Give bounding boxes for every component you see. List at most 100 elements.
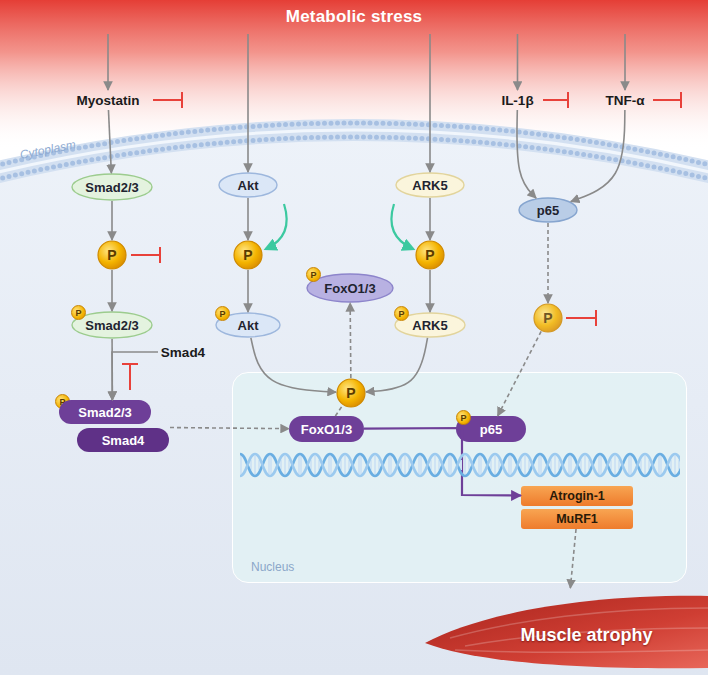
cytoplasm-area	[0, 130, 708, 675]
signal-arrow	[364, 428, 521, 496]
signal-label: IL-1β	[495, 90, 540, 110]
node-text: p65	[480, 422, 502, 437]
node-text: TNF-α	[605, 93, 644, 108]
muscle-fibers	[450, 608, 708, 652]
signal-arrow	[335, 405, 342, 416]
node-text: P	[243, 247, 252, 263]
complex-subunit: Smad4	[77, 428, 169, 452]
phosphate-circle: P	[233, 240, 263, 270]
nucleus-compartment: NucleusFoxO1/3PPp65Atrogin-1MuRF1	[232, 372, 687, 583]
phospho-badge: P	[71, 305, 86, 320]
protein-ellipse: Akt	[218, 172, 278, 198]
complex-subunit: Smad2/3	[59, 400, 151, 424]
muscle-body	[425, 596, 708, 668]
signal-arrow	[247, 34, 249, 172]
node-text: Smad2/3	[85, 180, 138, 195]
node-text: ARK5	[412, 178, 447, 193]
protein-ellipse: ARK5	[395, 172, 465, 198]
signal-arrow	[624, 34, 626, 90]
node-text: ARK5	[412, 318, 447, 333]
signal-arrow	[251, 338, 336, 392]
phospho-badge: P	[306, 267, 321, 282]
inhibitor-marks	[122, 92, 681, 390]
node-text: P	[346, 385, 355, 401]
signal-arrow	[247, 270, 249, 312]
node-text: MuRF1	[556, 512, 598, 526]
node-text: FoxO1/3	[301, 422, 352, 437]
stress-band: Metabolic stress	[0, 0, 708, 34]
signal-arrow	[111, 270, 113, 311]
phosphate-circle: P	[97, 240, 127, 270]
circle-shape	[416, 241, 444, 269]
signal-arrow	[111, 339, 113, 400]
node-text: Smad2/3	[85, 318, 138, 333]
node-text: Akt	[238, 318, 259, 333]
inhibitor-mark	[122, 364, 138, 390]
ellipse-shape	[219, 173, 277, 197]
protein-ellipse: PSmad2/3	[71, 311, 153, 339]
signal-arrow	[429, 270, 431, 312]
gene-box: Atrogin-1	[521, 486, 633, 506]
ellipse-shape	[519, 198, 577, 222]
dna-helix	[240, 450, 680, 480]
ellipse-shape	[72, 174, 152, 200]
phospho-badge: P	[215, 306, 230, 321]
protein-ellipse: p65	[518, 197, 578, 223]
signal-label: TNF-α	[600, 90, 650, 110]
node-text: Akt	[238, 178, 259, 193]
compartment-label: Nucleus	[251, 560, 294, 574]
node-text: Myostatin	[76, 93, 139, 108]
signal-arrow	[429, 34, 431, 172]
membrane-outer-leaflet	[0, 123, 708, 167]
circle-shape	[534, 304, 562, 332]
signal-arrow	[429, 198, 431, 240]
node-text: Smad4	[161, 345, 205, 360]
signal-arrow	[547, 223, 549, 303]
phosphate-circle: P	[533, 303, 563, 333]
protein-ellipse: Smad2/3	[71, 173, 153, 201]
phosphorylation-arrow	[391, 204, 413, 249]
signal-arrow	[570, 529, 576, 588]
node-text: IL-1β	[501, 93, 533, 108]
node-text: Metabolic stress	[286, 7, 422, 27]
protein-ellipse: PARK5	[394, 312, 466, 338]
nuclear-protein: Pp65	[456, 416, 526, 442]
signal-arrow	[498, 331, 541, 416]
protein-ellipse: PAkt	[215, 312, 281, 338]
phosphorylation-arrow	[266, 204, 287, 249]
membrane-core	[0, 130, 708, 174]
signal-arrow	[112, 352, 158, 400]
nuclear-protein: FoxO1/3	[289, 416, 364, 442]
signal-arrow	[349, 303, 351, 378]
inhibitor-mark	[153, 92, 182, 108]
phospho-badge: P	[456, 410, 471, 425]
signal-label: Smad4	[158, 342, 208, 362]
signal-label: Myostatin	[66, 90, 150, 110]
circle-shape	[234, 241, 262, 269]
ellipse-shape	[396, 173, 464, 197]
signal-arrow	[247, 198, 249, 240]
signal-arrow	[111, 201, 113, 240]
node-text: FoxO1/3	[324, 281, 375, 296]
phosphate-circle: P	[336, 378, 366, 408]
protein-ellipse: PFoxO1/3	[306, 273, 394, 303]
circle-shape	[98, 241, 126, 269]
node-text: Atrogin-1	[549, 489, 605, 503]
signal-arrow	[571, 110, 625, 202]
inhibitor-mark	[653, 92, 681, 108]
inhibitor-mark	[543, 92, 568, 108]
phospho-badge: P	[394, 306, 409, 321]
inhibitor-mark	[131, 247, 160, 263]
signal-arrow	[108, 110, 111, 173]
muscle-shape: Muscle atrophy	[425, 588, 708, 668]
inhibitor-mark	[566, 310, 596, 326]
membrane-band	[0, 130, 708, 174]
smad-complex: PSmad2/3Smad4	[55, 400, 170, 454]
node-text: P	[425, 247, 434, 263]
node-text: P	[543, 310, 552, 326]
circle-shape	[337, 379, 365, 407]
